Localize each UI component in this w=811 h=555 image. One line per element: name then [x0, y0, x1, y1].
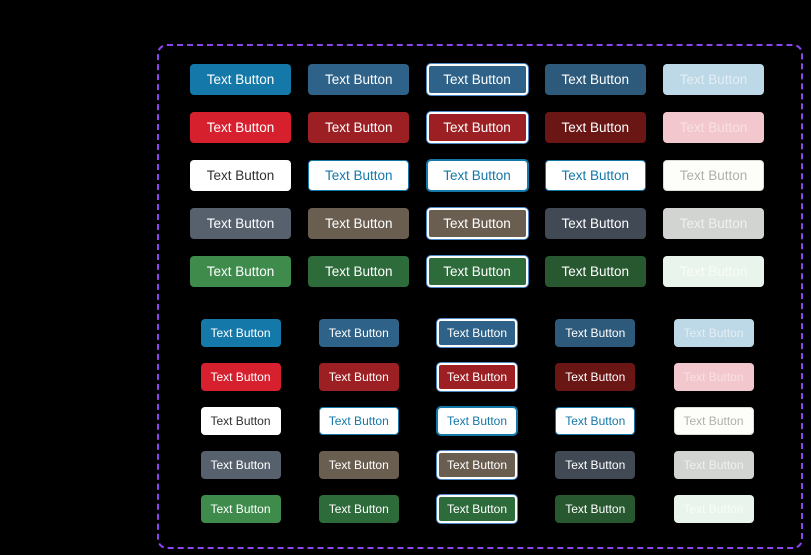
text-button-gray-hover-large[interactable]: Text Button — [308, 208, 410, 239]
text-button-red-default-large[interactable]: Text Button — [190, 112, 291, 143]
text-button-white-disabled-small: Text Button — [673, 407, 754, 435]
text-button-gray-disabled-small: Text Button — [673, 451, 754, 479]
text-button-white-pressed-large[interactable]: Text Button — [544, 160, 646, 191]
text-button-red-disabled-large: Text Button — [663, 112, 764, 143]
text-button-blue-default-small[interactable]: Text Button — [200, 319, 281, 347]
text-button-red-focused-large[interactable]: Text Button — [426, 112, 528, 143]
text-button-green-disabled-small: Text Button — [673, 495, 754, 523]
text-button-blue-disabled-large: Text Button — [663, 64, 764, 95]
text-button-blue-hover-large[interactable]: Text Button — [308, 64, 410, 95]
text-button-gray-focused-large[interactable]: Text Button — [426, 208, 528, 239]
text-button-white-disabled-large: Text Button — [663, 160, 764, 191]
text-button-white-hover-small[interactable]: Text Button — [318, 407, 399, 435]
text-button-red-disabled-small: Text Button — [673, 363, 754, 391]
text-button-red-focused-small[interactable]: Text Button — [437, 363, 517, 391]
text-button-gray-pressed-large[interactable]: Text Button — [544, 208, 646, 239]
text-button-red-hover-small[interactable]: Text Button — [318, 363, 399, 391]
text-button-green-focused-small[interactable]: Text Button — [437, 495, 517, 523]
text-button-white-default-large[interactable]: Text Button — [190, 160, 291, 191]
text-button-white-default-small[interactable]: Text Button — [200, 407, 281, 435]
text-button-white-focused-small[interactable]: Text Button — [437, 407, 517, 435]
text-button-gray-hover-small[interactable]: Text Button — [318, 451, 399, 479]
text-button-green-default-large[interactable]: Text Button — [190, 256, 291, 287]
text-button-green-focused-large[interactable]: Text Button — [426, 256, 528, 287]
text-button-green-pressed-large[interactable]: Text Button — [544, 256, 646, 287]
text-button-gray-default-small[interactable]: Text Button — [200, 451, 281, 479]
text-button-gray-focused-small[interactable]: Text Button — [437, 451, 517, 479]
text-button-blue-pressed-large[interactable]: Text Button — [544, 64, 646, 95]
text-button-white-pressed-small[interactable]: Text Button — [555, 407, 636, 435]
text-button-blue-focused-large[interactable]: Text Button — [426, 64, 528, 95]
text-button-blue-hover-small[interactable]: Text Button — [318, 319, 399, 347]
text-button-red-default-small[interactable]: Text Button — [200, 363, 281, 391]
text-button-red-pressed-small[interactable]: Text Button — [555, 363, 636, 391]
text-button-blue-focused-small[interactable]: Text Button — [437, 319, 517, 347]
text-button-white-hover-large[interactable]: Text Button — [308, 160, 410, 191]
text-button-red-pressed-large[interactable]: Text Button — [544, 112, 646, 143]
text-button-blue-pressed-small[interactable]: Text Button — [555, 319, 636, 347]
text-button-red-hover-large[interactable]: Text Button — [308, 112, 410, 143]
text-button-gray-default-large[interactable]: Text Button — [190, 208, 291, 239]
text-button-green-default-small[interactable]: Text Button — [200, 495, 281, 523]
text-button-green-pressed-small[interactable]: Text Button — [555, 495, 636, 523]
text-button-white-focused-large[interactable]: Text Button — [426, 160, 528, 191]
text-button-blue-default-large[interactable]: Text Button — [190, 64, 291, 95]
text-button-green-hover-small[interactable]: Text Button — [318, 495, 399, 523]
text-button-blue-disabled-small: Text Button — [673, 319, 754, 347]
text-button-gray-disabled-large: Text Button — [663, 208, 764, 239]
text-button-gray-pressed-small[interactable]: Text Button — [555, 451, 636, 479]
text-button-green-hover-large[interactable]: Text Button — [308, 256, 410, 287]
text-button-green-disabled-large: Text Button — [663, 256, 764, 287]
